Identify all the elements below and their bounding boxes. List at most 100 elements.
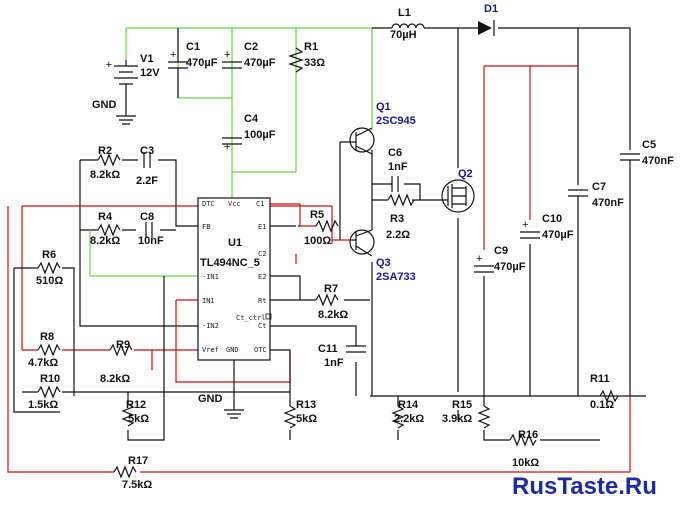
q2-name: Q2 (458, 168, 473, 180)
site-watermark: RusTaste.Ru (512, 473, 657, 500)
c3-name: C3 (140, 145, 154, 157)
c8-capacitor: C8 10nF (138, 211, 164, 247)
r14-name: R14 (398, 399, 419, 411)
c4-value: 100µF (244, 129, 276, 141)
r3-value: 2.2Ω (386, 229, 410, 241)
wires (7, 27, 646, 473)
l1-name: L1 (398, 7, 411, 19)
c4-name: C4 (244, 113, 259, 125)
c3-capacitor: C3 2.2F (136, 145, 158, 187)
r5-value: 100Ω (304, 235, 331, 247)
r5-resistor: R5 100Ω (304, 209, 339, 247)
r7-resistor: R7 8.2kΩ (315, 283, 348, 321)
u1-ic: DTC Vcc C1 FB E1 U1 C2 TL494NC_5 -IN1 E2… (197, 197, 272, 361)
r15-value: 3.9kΩ (442, 413, 472, 425)
svg-text:+: + (522, 219, 528, 231)
pin-vref: Vref (202, 346, 219, 354)
r16-value: 10kΩ (512, 457, 539, 469)
c10-name: C10 (542, 213, 562, 225)
pin-gnd: GND (226, 346, 239, 354)
pin-e2: E2 (258, 273, 266, 281)
pin-ct: Ct (258, 322, 266, 330)
r16-name: R16 (518, 429, 538, 441)
c9-name: C9 (494, 245, 508, 257)
c4-capacitor: + C4 100µF (222, 113, 276, 153)
c11-value: 1nF (324, 357, 344, 369)
v1-value: 12V (140, 67, 160, 79)
r8-name: R8 (40, 331, 54, 343)
q1-name: Q1 (376, 101, 391, 113)
r12-resistor: R12 5kΩ (121, 399, 149, 427)
v1-name: V1 (140, 53, 153, 65)
r2-resistor: R2 8.2kΩ (90, 145, 121, 181)
r11-name: R11 (590, 373, 610, 385)
r4-resistor: R4 8.2kΩ (90, 211, 121, 247)
pin-in1m: -IN1 (202, 273, 219, 281)
c10-capacitor: + C10 470µF (520, 213, 574, 241)
pin-ct-ctrl: Ct_ctrl (236, 314, 266, 322)
pin-rt: Rt (258, 297, 266, 305)
r4-value: 8.2kΩ (90, 235, 120, 247)
q2-mosfet: Q2 (440, 168, 475, 213)
q1-transistor: Q1 2SC945 (340, 101, 416, 155)
d1-diode: D1 (478, 3, 498, 36)
r12-value: 5kΩ (128, 413, 149, 425)
r11-value: 0.1Ω (590, 399, 614, 411)
ic-name: U1 (228, 237, 242, 249)
r15-resistor: R15 3.9kΩ (442, 399, 491, 429)
q1-value: 2SC945 (376, 115, 416, 127)
c11-name: C11 (318, 343, 338, 355)
c6-value: 1nF (388, 161, 408, 173)
c9-value: 470µF (494, 261, 526, 273)
r6-name: R6 (42, 249, 56, 261)
r8-value: 4.7kΩ (28, 357, 58, 369)
r10-resistor: R10 1.5kΩ (28, 373, 61, 411)
r1-value: 33Ω (304, 57, 325, 69)
l1-inductor: L1 70µH (390, 7, 425, 41)
r14-resistor: R14 2.2kΩ (391, 399, 424, 429)
gnd-top-label: GND (92, 99, 117, 111)
c2-capacitor: + C2 470µF (222, 41, 276, 69)
c7-name: C7 (592, 181, 606, 193)
c6-capacitor: C6 1nF (388, 147, 408, 192)
r2-name: R2 (98, 145, 112, 157)
r4-name: R4 (98, 211, 113, 223)
r10-name: R10 (40, 373, 60, 385)
r12-name: R12 (126, 399, 146, 411)
l1-value: 70µH (390, 29, 417, 41)
c1-name: C1 (186, 41, 200, 53)
v1-battery: + V1 12V (106, 53, 160, 96)
c11-capacitor: C11 1nF (318, 343, 366, 369)
c8-name: C8 (140, 211, 154, 223)
r7-name: R7 (324, 283, 338, 295)
r2-value: 8.2kΩ (90, 169, 120, 181)
r14-value: 2.2kΩ (394, 413, 424, 425)
svg-text:+: + (476, 253, 482, 265)
c10-value: 470µF (542, 229, 574, 241)
c5-value: 470nF (642, 155, 674, 167)
c1-value: 470µF (186, 57, 218, 69)
r9-name: R9 (116, 339, 130, 351)
c1-capacitor: + C1 470µF (168, 28, 218, 98)
r3-name: R3 (390, 213, 404, 225)
d1-name: D1 (484, 3, 498, 15)
pin-e1: E1 (258, 223, 266, 231)
r13-name: R13 (296, 399, 316, 411)
r7-value: 8.2kΩ (318, 309, 348, 321)
r6-value: 510Ω (36, 275, 63, 287)
c5-name: C5 (642, 139, 656, 151)
r16-resistor: R16 10kΩ (509, 429, 539, 469)
c5-capacitor: C5 470nF (620, 139, 674, 170)
c2-name: C2 (244, 41, 258, 53)
c8-value: 10nF (138, 235, 164, 247)
c7-value: 470nF (592, 197, 624, 209)
svg-text:+: + (170, 49, 176, 61)
r6-resistor: R6 510Ω (36, 249, 63, 287)
c7-capacitor: C7 470nF (568, 181, 624, 210)
pin-c1: C1 (256, 200, 264, 208)
r15-name: R15 (452, 399, 472, 411)
q3-value: 2SA733 (376, 271, 416, 283)
r10-value: 1.5kΩ (28, 399, 58, 411)
pin-vcc: Vcc (228, 200, 241, 208)
